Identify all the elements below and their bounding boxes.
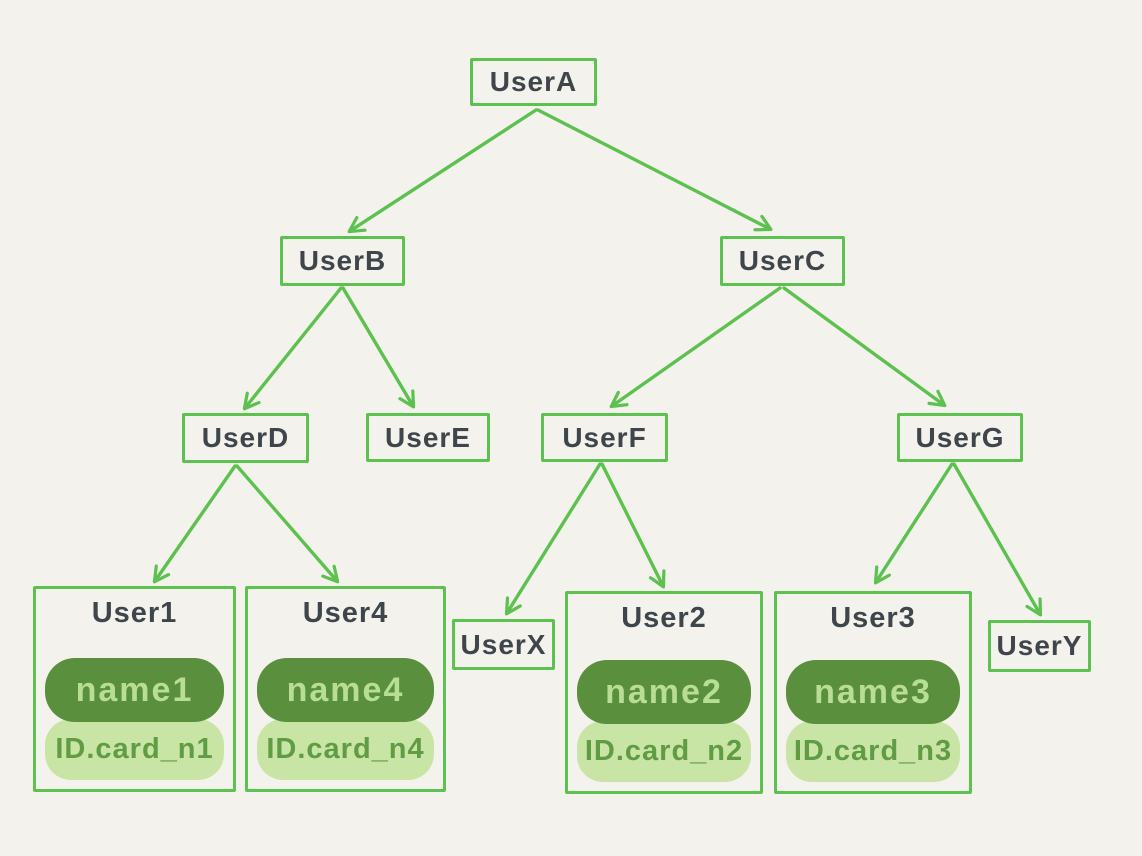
- edge-usera-userc: [536, 108, 773, 232]
- card-title: User3: [830, 602, 916, 634]
- card-spacer: [577, 635, 751, 660]
- id-card-pill: ID.card_n2: [577, 721, 751, 782]
- card-user2: User2 name2 ID.card_n2: [565, 591, 763, 794]
- node-usere: UserE: [366, 413, 490, 462]
- card-spacer: [257, 630, 434, 658]
- edge-userg-user3: [873, 462, 954, 585]
- node-usery: UserY: [988, 620, 1091, 672]
- card-user4: User4 name4 ID.card_n4: [245, 586, 446, 792]
- edge-userd-user1: [152, 464, 237, 584]
- card-spacer: [45, 630, 224, 658]
- name-pill: name1: [45, 658, 224, 722]
- node-userc: UserC: [720, 236, 845, 286]
- card-user3: User3 name3 ID.card_n3: [774, 591, 972, 794]
- node-userx: UserX: [452, 619, 555, 670]
- node-userg: UserG: [897, 413, 1023, 462]
- edge-userc-userg: [782, 286, 947, 408]
- edge-userd-user4: [235, 464, 340, 584]
- edge-userc-userf: [609, 286, 782, 409]
- card-title: User1: [91, 597, 178, 629]
- card-user1: User1 name1 ID.card_n1: [33, 586, 236, 792]
- id-card-pill: ID.card_n1: [45, 719, 224, 780]
- node-userf: UserF: [541, 413, 668, 462]
- name-pill: name2: [577, 660, 751, 724]
- edge-usera-userb: [347, 108, 538, 234]
- node-userb: UserB: [280, 236, 405, 286]
- id-card-pill: ID.card_n4: [257, 719, 434, 780]
- card-title: User4: [302, 597, 389, 629]
- edge-userb-userd: [242, 286, 343, 411]
- edge-userf-user2: [600, 462, 666, 589]
- node-userd: UserD: [182, 413, 309, 463]
- card-spacer: [786, 635, 960, 660]
- card-title: User2: [621, 602, 707, 634]
- edge-userb-usere: [341, 286, 416, 409]
- name-pill: name4: [257, 658, 434, 722]
- id-card-pill: ID.card_n3: [786, 721, 960, 782]
- name-pill: name3: [786, 660, 960, 724]
- node-usera: UserA: [470, 58, 597, 106]
